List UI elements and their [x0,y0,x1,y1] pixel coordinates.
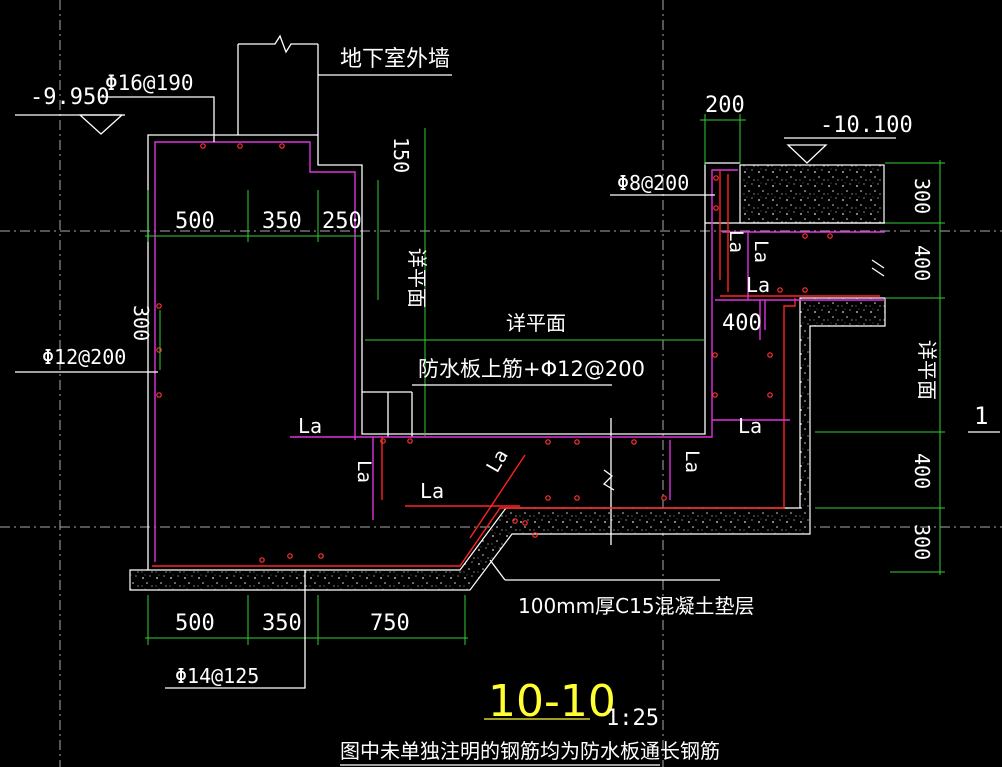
dim-bottom-1: 500 [175,611,215,636]
anchor-label: La [353,460,375,483]
annotations: 地下室外墙 -9.950 Φ16@190 -10.100 Φ8@200 Φ12@… [30,47,988,688]
dim-right-3: 400 [910,453,934,489]
dim-right-1: 300 [910,178,934,214]
cushion-label: 100mm厚C15混凝土垫层 [518,594,755,618]
anchor-label: La [420,479,444,503]
rebar-dots [156,143,833,563]
dim-bottom-3: 750 [370,611,410,636]
dim-top-1: 500 [175,209,215,234]
leader-lines [15,74,1000,766]
rebar-right: Φ8@200 [617,171,689,195]
dim-bottom-2: 350 [262,611,302,636]
see-plan-middle: 详平面 [506,311,566,335]
anchor-label: La [750,240,772,263]
rebar-top-left: Φ16@190 [105,71,194,95]
anchor-label: La [725,230,747,253]
dim-left-vertical: 300 [129,305,153,341]
basement-wall-label: 地下室外墙 [340,47,450,72]
section-title: 10-10 [488,676,616,727]
section-scale: 1:25 [606,706,659,731]
dimension-lines [145,114,945,645]
see-plan-left: 详平面 [405,248,429,308]
dim-right-4: 300 [910,524,934,560]
rebar-left-wall: Φ12@200 [42,345,126,369]
dim-right-mid: 400 [722,311,762,336]
see-plan-right: 详平面 [915,340,939,400]
anchor-label: La [681,450,703,473]
waterproof-slab-label: 防水板上筋+Φ12@200 [418,357,645,381]
dim-top-3: 250 [322,209,362,234]
structure-outline [147,34,885,570]
anchor-label: La [746,273,770,297]
dim-top-2: 350 [262,209,302,234]
dim-right-top: 200 [705,93,745,118]
anchor-label: La [482,446,512,477]
section-note: 图中未单独注明的钢筋均为防水板通长钢筋 [340,739,720,763]
anchor-label: La [298,414,322,438]
dim-right-2: 400 [910,245,934,281]
concrete-cushion [129,164,886,591]
rebar-bottom: Φ14@125 [175,664,259,688]
dim-top-vertical: 150 [389,137,413,173]
elevation-left: -9.950 [30,85,109,110]
grid-mark: 1 [974,402,988,430]
anchor-label: La [738,414,762,438]
title-block: 10-10 1:25 图中未单独注明的钢筋均为防水板通长钢筋 [340,676,720,763]
dimension-texts: 500 350 250 500 350 750 300 400 400 300 … [129,93,934,636]
elevation-right: -10.100 [820,113,913,138]
rebar-lines [152,141,885,567]
